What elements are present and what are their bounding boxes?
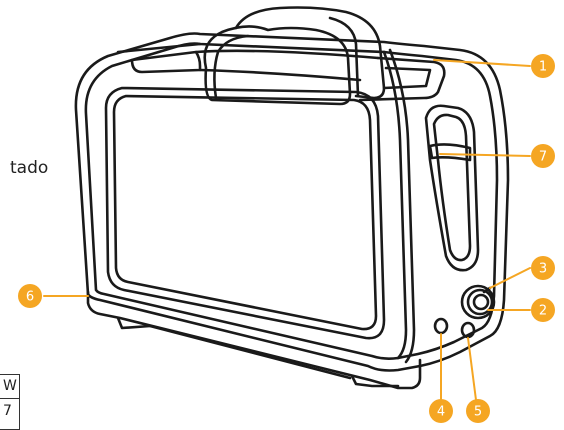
browning-dial-center [474, 295, 488, 309]
callout-1-number: 1 [539, 60, 547, 75]
callout-1-leader [434, 60, 530, 66]
callout-2: 2 [531, 298, 555, 322]
callout-5-leader [468, 338, 476, 400]
callout-1: 1 [531, 54, 555, 78]
front-window-panel [106, 88, 384, 338]
callout-2-number: 2 [539, 304, 547, 319]
lever-slot-inner [434, 115, 470, 260]
front-window-inner [114, 96, 376, 329]
callout-6: 6 [18, 284, 42, 308]
callout-3-leader [490, 268, 530, 288]
callout-7: 7 [531, 144, 555, 168]
callout-4-number: 4 [437, 405, 445, 420]
base-underside [150, 326, 350, 378]
slot-opening-outer [132, 52, 200, 72]
callout-7-leader [440, 154, 530, 156]
callout-6-number: 6 [26, 290, 34, 305]
callout-5: 5 [466, 399, 490, 423]
callout-7-number: 7 [539, 150, 547, 165]
callout-3-number: 3 [539, 262, 547, 277]
cancel-button-shape [435, 319, 447, 333]
callout-5-number: 5 [474, 405, 482, 420]
callout-3: 3 [531, 256, 555, 280]
callout-4: 4 [429, 399, 453, 423]
slot-rim-lower [200, 70, 360, 80]
slot-rim-top [196, 51, 378, 58]
